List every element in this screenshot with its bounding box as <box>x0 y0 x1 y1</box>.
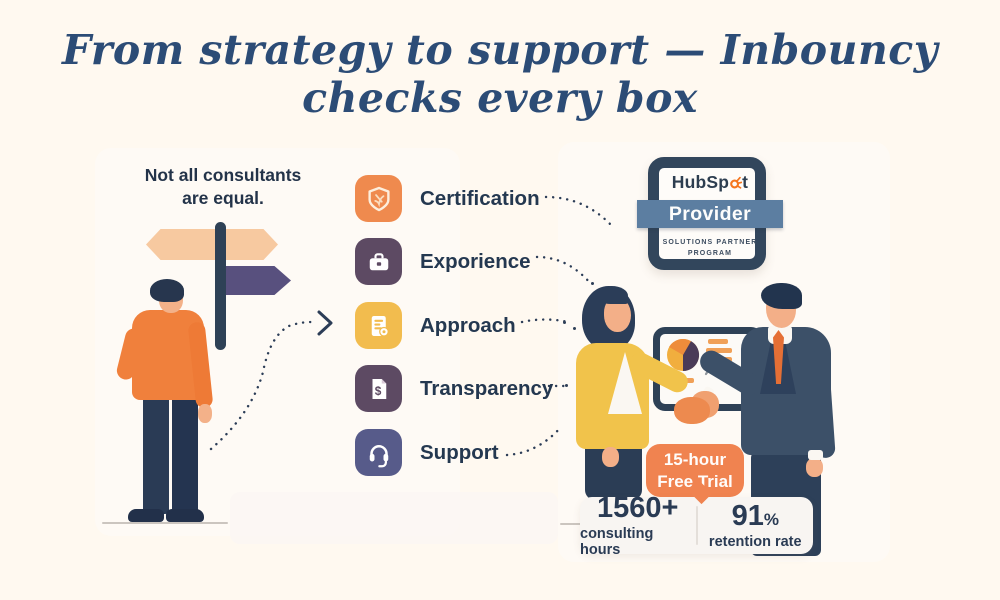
man-hand-right <box>806 458 823 477</box>
hubspot-sprocket-icon <box>730 176 743 189</box>
ground-line-right <box>560 523 582 525</box>
speckle-dot <box>563 321 566 324</box>
left-person-leg-left <box>143 396 169 514</box>
stat-number: 91 <box>731 499 764 532</box>
headset-icon <box>355 429 402 476</box>
stat-label: consulting hours <box>580 525 654 558</box>
signpost-pole <box>215 222 226 350</box>
criteria-label: Exporience <box>420 249 531 273</box>
provider-ribbon: Provider <box>637 200 783 228</box>
criteria-label: Transparency <box>420 376 554 400</box>
stats-divider <box>695 506 698 545</box>
arrowhead-icon <box>317 310 333 336</box>
trial-line-1: 15-hour <box>663 450 727 470</box>
bottom-backdrop-band <box>230 492 558 544</box>
trial-line-2: Free Trial <box>657 471 733 491</box>
criteria-label: Approach <box>420 313 516 337</box>
caption-line-1: Not all consultants <box>144 165 302 185</box>
stat-retention-rate: 91% retention rate <box>698 497 814 554</box>
page-title: From strategy to support — Inbouncy chec… <box>61 26 939 122</box>
left-person-hand <box>198 404 212 423</box>
signpost-arrow-right <box>222 266 291 295</box>
criteria-row-transparency: $ Transparency <box>355 365 553 412</box>
caption-line-2: are equal. <box>182 187 264 208</box>
man-tie <box>773 330 784 384</box>
man-hair <box>761 283 802 309</box>
connector-certification <box>544 195 613 227</box>
provider-label: Provider <box>668 202 752 225</box>
connector-support <box>505 425 563 457</box>
briefcase-icon <box>355 238 402 285</box>
criteria-label: Certification <box>420 186 540 210</box>
shield-certification-icon <box>355 175 402 222</box>
speckle-dot <box>591 282 594 285</box>
stat-consulting-hours: 1560+ consulting hours <box>580 491 696 558</box>
hubspot-provider-badge: HubSp t Provider SOLUTIONS PARTNER PROGR… <box>635 150 785 280</box>
document-gear-icon <box>355 302 402 349</box>
criteria-label: Support <box>420 440 499 464</box>
criteria-row-experience: Exporience <box>355 238 531 285</box>
left-caption: Not all consultants are equal. <box>118 164 328 210</box>
handshake-woman-hand <box>674 397 710 424</box>
hubspot-wordmark-suffix: t <box>742 172 749 192</box>
signpost-arrow-both-ways <box>146 229 278 260</box>
left-person-shoe-right <box>166 509 204 522</box>
stat-label: retention rate <box>708 533 802 550</box>
svg-text:$: $ <box>374 383 381 397</box>
dollar-document-icon: $ <box>355 365 402 412</box>
left-person-leg-right <box>172 396 198 514</box>
ground-line-left <box>102 522 228 524</box>
woman-hand-side <box>602 447 619 467</box>
speckle-dot <box>573 327 576 330</box>
stats-panel: 1560+ consulting hours 91% retention rat… <box>580 491 814 558</box>
left-person-shoe-left <box>128 509 164 522</box>
connector-experience <box>535 255 593 286</box>
stat-unit: % <box>763 509 779 529</box>
hubspot-logo: HubSp t <box>635 172 785 193</box>
criteria-row-support: Support <box>355 429 499 476</box>
hubspot-wordmark-prefix: HubSp <box>671 172 730 192</box>
bar-row <box>708 339 728 344</box>
connector-approach <box>520 318 570 324</box>
criteria-row-approach: Approach <box>355 302 516 349</box>
program-line-1: SOLUTIONS PARTNER <box>662 239 758 246</box>
speckle-dot <box>565 384 568 387</box>
left-person-hair <box>150 279 184 302</box>
program-caption: SOLUTIONS PARTNER PROGRAM <box>635 238 785 259</box>
stat-value: 1560+ <box>597 491 679 524</box>
arrow-man-to-list <box>209 320 314 451</box>
program-line-2: PROGRAM <box>687 249 733 257</box>
criteria-row-certification: Certification <box>355 175 540 222</box>
man-cuff-right <box>808 450 823 460</box>
stat-value: 91% <box>731 499 779 532</box>
woman-hair-fringe <box>598 286 628 304</box>
